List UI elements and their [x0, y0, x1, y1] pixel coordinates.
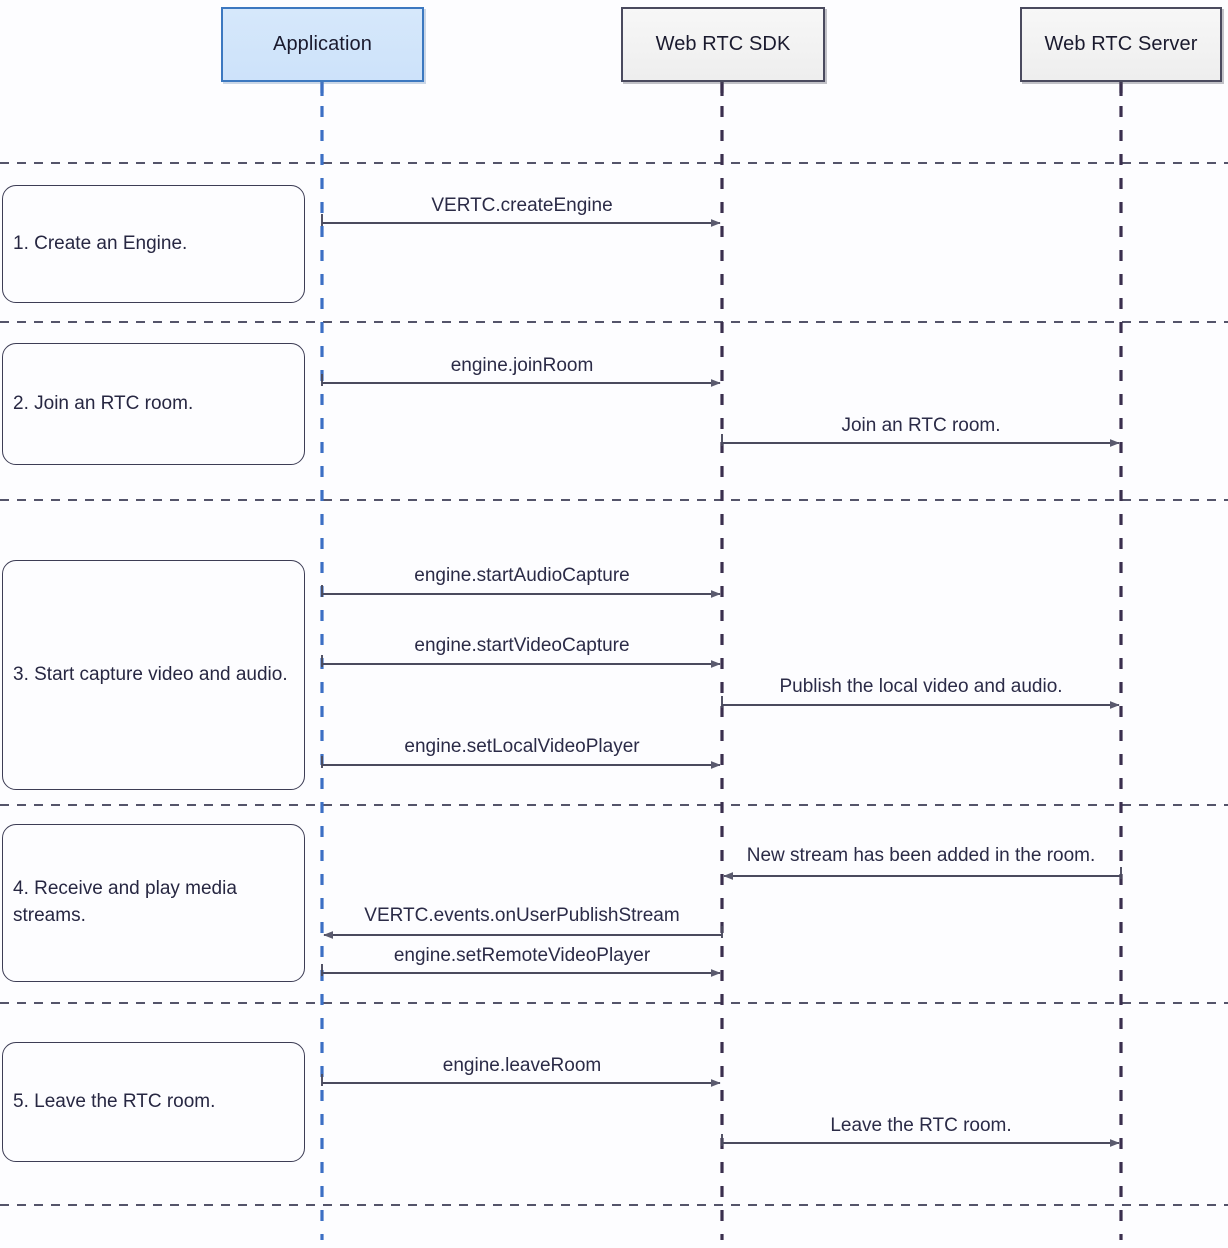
arrow-msg-new-stream-added [723, 867, 1122, 880]
actor-box-webrtc-server[interactable]: Web RTC Server [1020, 7, 1222, 82]
arrow-msg-start-video-capture [321, 655, 721, 668]
step-2-label: 2. Join an RTC room. [13, 392, 194, 414]
arrow-msg-publish-local [721, 696, 1120, 709]
actor-label-application: Application [273, 33, 372, 55]
step-5-label: 5. Leave the RTC room. [13, 1090, 216, 1112]
arrow-msg-server-leave-room [721, 1134, 1120, 1147]
arrow-msg-join-room [321, 374, 721, 387]
step-1-label: 1. Create an Engine. [13, 232, 188, 254]
step-5-note[interactable]: 5. Leave the RTC room. [2, 1042, 305, 1162]
actor-box-application[interactable]: Application [221, 7, 424, 82]
step-1-note[interactable]: 1. Create an Engine. [2, 185, 305, 303]
actor-box-webrtc-sdk[interactable]: Web RTC SDK [621, 7, 825, 82]
step-3-label: 3. Start capture video and audio. [13, 663, 288, 685]
step-2-note[interactable]: 2. Join an RTC room. [2, 343, 305, 465]
step-3-note[interactable]: 3. Start capture video and audio. [2, 560, 305, 790]
arrow-msg-create-engine [321, 214, 721, 227]
actor-label-webrtc-sdk: Web RTC SDK [655, 33, 791, 55]
arrow-msg-set-remote-video-player [321, 964, 721, 977]
arrow-msg-on-user-publish-stream [323, 926, 723, 939]
lifelines [320, 82, 1123, 1240]
message-arrows [321, 214, 1122, 1147]
section-dividers [0, 162, 1228, 1206]
arrow-msg-leave-room [321, 1074, 721, 1087]
step-4-note[interactable]: 4. Receive and play media streams. [2, 824, 305, 982]
arrow-msg-set-local-video-player [321, 756, 721, 769]
arrow-msg-server-join-room [721, 434, 1120, 447]
actor-label-webrtc-server: Web RTC Server [1044, 33, 1198, 55]
arrow-msg-start-audio-capture [321, 585, 721, 598]
step-4-label: 4. Receive and play media streams. [13, 878, 237, 926]
